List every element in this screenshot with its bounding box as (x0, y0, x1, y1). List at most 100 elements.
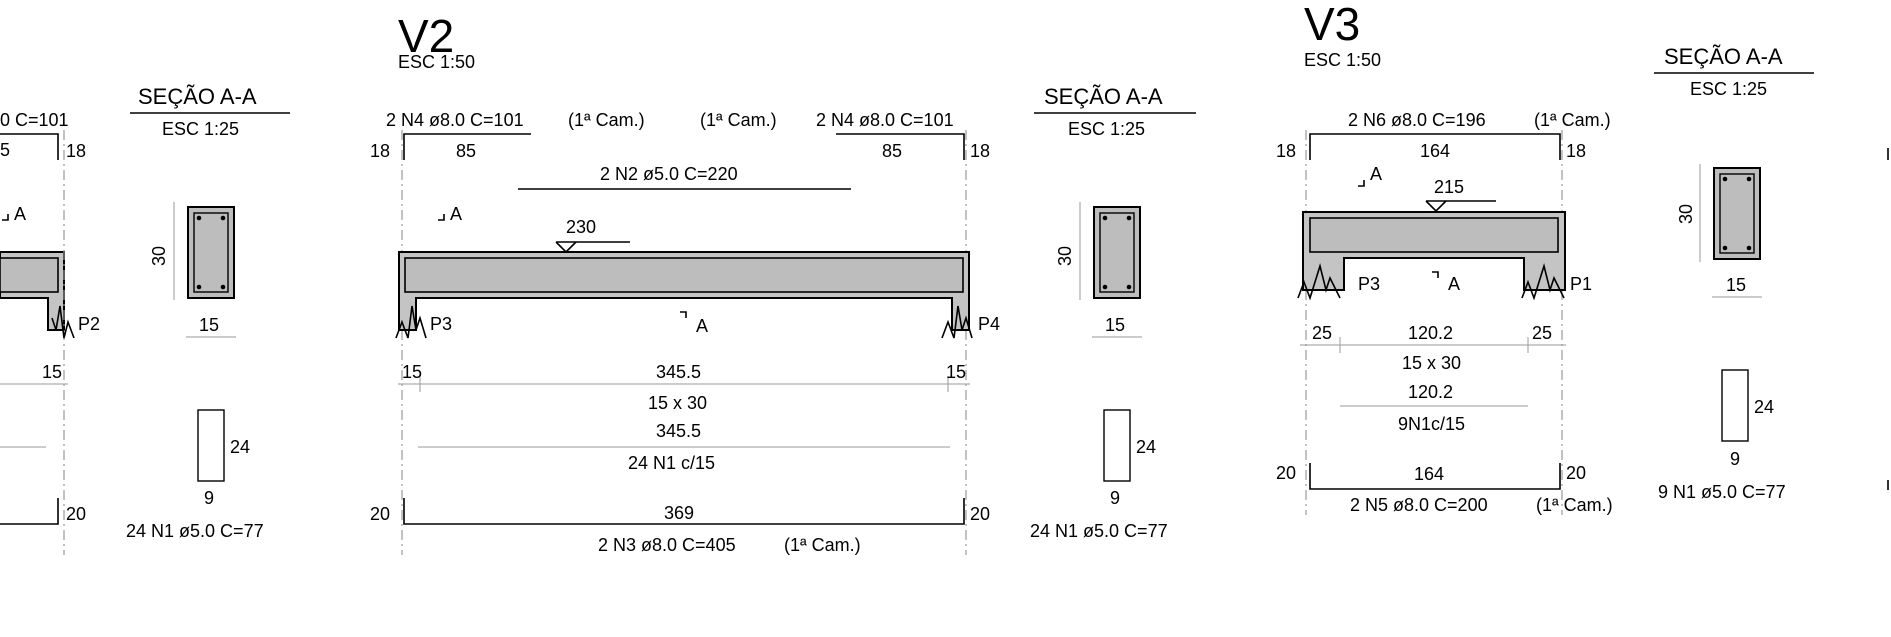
v2-section-size: 15 x 30 (648, 393, 707, 413)
v2-section-mark-top (438, 214, 445, 221)
v2-level: 230 (566, 217, 596, 237)
beam-v3: V3 ESC 1:50 2 N6 ø8.0 C=196 (1ª Cam.) 18… (1276, 0, 1814, 515)
beam-v1-partial: 0 C=101 5 18 A P2 15 20 SEÇÃO A-A ESC 1:… (0, 84, 290, 555)
v1-dim-right: 15 (42, 362, 62, 382)
v2-stirrup-width: 9 (1110, 488, 1120, 508)
v1-top-right-hook: 18 (66, 141, 86, 161)
v3-beam-core (1309, 217, 1559, 253)
v1-top-left-dim: 5 (0, 140, 10, 160)
v3-section-mark-bottom (1432, 271, 1439, 278)
v2-stirrup-label: 24 N1 ø5.0 C=77 (1030, 521, 1168, 541)
v3-stirrup-width: 9 (1730, 449, 1740, 469)
v2-dim-left: 15 (402, 362, 422, 382)
beam-v2: V2 ESC 1:50 2 N4 ø8.0 C=101 (1ª Cam.) (1… (370, 10, 1196, 555)
v2-stirrup-shape (1103, 409, 1131, 482)
v1-top-bar-line (0, 133, 59, 160)
v2-section-mark-bottom (680, 311, 687, 318)
v2-support-right: P4 (978, 314, 1000, 334)
v3-top-bar-line (1309, 133, 1561, 160)
v1-stirrup-label: 24 N1 ø5.0 C=77 (126, 521, 264, 541)
v3-level-triangle (1425, 200, 1447, 213)
v2-stirrup-spacing: 24 N1 c/15 (628, 453, 715, 473)
v3-dim-right: 25 (1532, 323, 1552, 343)
v3-bottom-bar: 2 N5 ø8.0 C=200 (1350, 495, 1488, 515)
v2-top-bar-left-line (403, 133, 531, 160)
v3-title: V3 (1304, 0, 1360, 50)
v1-beam-core (0, 257, 59, 293)
v1-section-mark-top (2, 214, 9, 221)
v2-bottom-bar-line (403, 498, 965, 525)
v2-title: V2 (398, 10, 454, 62)
v3-bottom-bar-layer: (1ª Cam.) (1536, 495, 1613, 515)
v1-section-height: 30 (149, 246, 169, 266)
v3-support-right: P1 (1570, 274, 1592, 294)
v1-support-break (51, 305, 75, 339)
v3-top-len: 164 (1420, 141, 1450, 161)
v2-top-right-len: 85 (882, 141, 902, 161)
v3-stirrup-spacing: 9N1c/15 (1398, 414, 1465, 434)
v2-level-triangle (555, 241, 577, 254)
v2-top-bar-left: 2 N4 ø8.0 C=101 (386, 110, 524, 130)
v3-section-title: SEÇÃO A-A (1664, 44, 1783, 69)
v3-bottom-right-hook: 20 (1566, 463, 1586, 483)
v3-section-width: 15 (1726, 275, 1746, 295)
v1-section-scale: ESC 1:25 (162, 119, 239, 139)
v2-bottom-right-hook: 20 (970, 504, 990, 524)
v3-bottom-bar-line (1309, 463, 1561, 490)
v1-section-title: SEÇÃO A-A (138, 84, 257, 109)
v1-top-bar-label: 0 C=101 (0, 110, 69, 130)
v3-level: 215 (1434, 177, 1464, 197)
v2-dim-span: 345.5 (656, 362, 701, 382)
v2-mid-bar: 2 N2 ø5.0 C=220 (600, 164, 738, 184)
v2-section-marker-bottom: A (696, 316, 708, 336)
v1-bottom-right-hook: 20 (66, 504, 86, 524)
v3-top-left-hook: 18 (1276, 141, 1296, 161)
v2-bottom-len: 369 (664, 503, 694, 523)
v3-support-left: P3 (1358, 274, 1380, 294)
v2-stirrup-span: 345.5 (656, 421, 701, 441)
v3-support-left-break (1297, 263, 1341, 301)
v3-section-scale: ESC 1:25 (1690, 79, 1767, 99)
v3-top-bar: 2 N6 ø8.0 C=196 (1348, 110, 1486, 130)
v1-section-marker: A (14, 204, 26, 224)
v2-support-right-break (941, 305, 973, 339)
v2-section-title: SEÇÃO A-A (1044, 84, 1163, 109)
v3-top-bar-layer: (1ª Cam.) (1534, 110, 1611, 130)
v3-dim-left: 25 (1312, 323, 1332, 343)
v3-bottom-left-hook: 20 (1276, 463, 1296, 483)
v3-support-right-break (1521, 263, 1565, 301)
v3-section-size: 15 x 30 (1402, 353, 1461, 373)
v2-section-width: 15 (1105, 315, 1125, 335)
v2-section-rect (1093, 206, 1141, 299)
v2-section-stirrup (1099, 212, 1135, 293)
v2-top-bar-right-layer: (1ª Cam.) (700, 110, 777, 130)
v2-top-bar-right-line (836, 133, 965, 160)
v1-section-stirrup (193, 212, 229, 293)
v2-beam-core (404, 257, 964, 293)
v2-top-left-hook: 18 (370, 141, 390, 161)
v2-stirrup-height: 24 (1136, 437, 1156, 457)
v2-top-bar-left-layer: (1ª Cam.) (568, 110, 645, 130)
v3-dim-span: 120.2 (1408, 323, 1453, 343)
v2-section-height: 30 (1055, 246, 1075, 266)
v3-section-mark-top (1358, 180, 1365, 187)
v3-stirrup-span: 120.2 (1408, 382, 1453, 402)
v3-section-stirrup (1719, 173, 1755, 254)
v2-bottom-bar-layer: (1ª Cam.) (784, 535, 861, 555)
v3-stirrup-label: 9 N1 ø5.0 C=77 (1658, 482, 1786, 502)
v1-support-right: P2 (78, 314, 100, 334)
v2-bottom-left-hook: 20 (370, 504, 390, 524)
v2-section-marker-top: A (450, 204, 462, 224)
v1-stirrup-width: 9 (204, 488, 214, 508)
v3-section-rect (1713, 167, 1761, 260)
v2-bottom-bar: 2 N3 ø8.0 C=405 (598, 535, 736, 555)
v1-section-rect (187, 206, 235, 299)
v2-top-right-hook: 18 (970, 141, 990, 161)
v1-bottom-bar-line (0, 498, 59, 525)
v2-support-left-break (395, 305, 427, 339)
v3-stirrup-height: 24 (1754, 397, 1774, 417)
v1-section-width: 15 (199, 315, 219, 335)
v3-section-marker-top: A (1370, 164, 1382, 184)
v1-stirrup-shape (197, 409, 225, 482)
v3-section-height: 30 (1676, 204, 1696, 224)
